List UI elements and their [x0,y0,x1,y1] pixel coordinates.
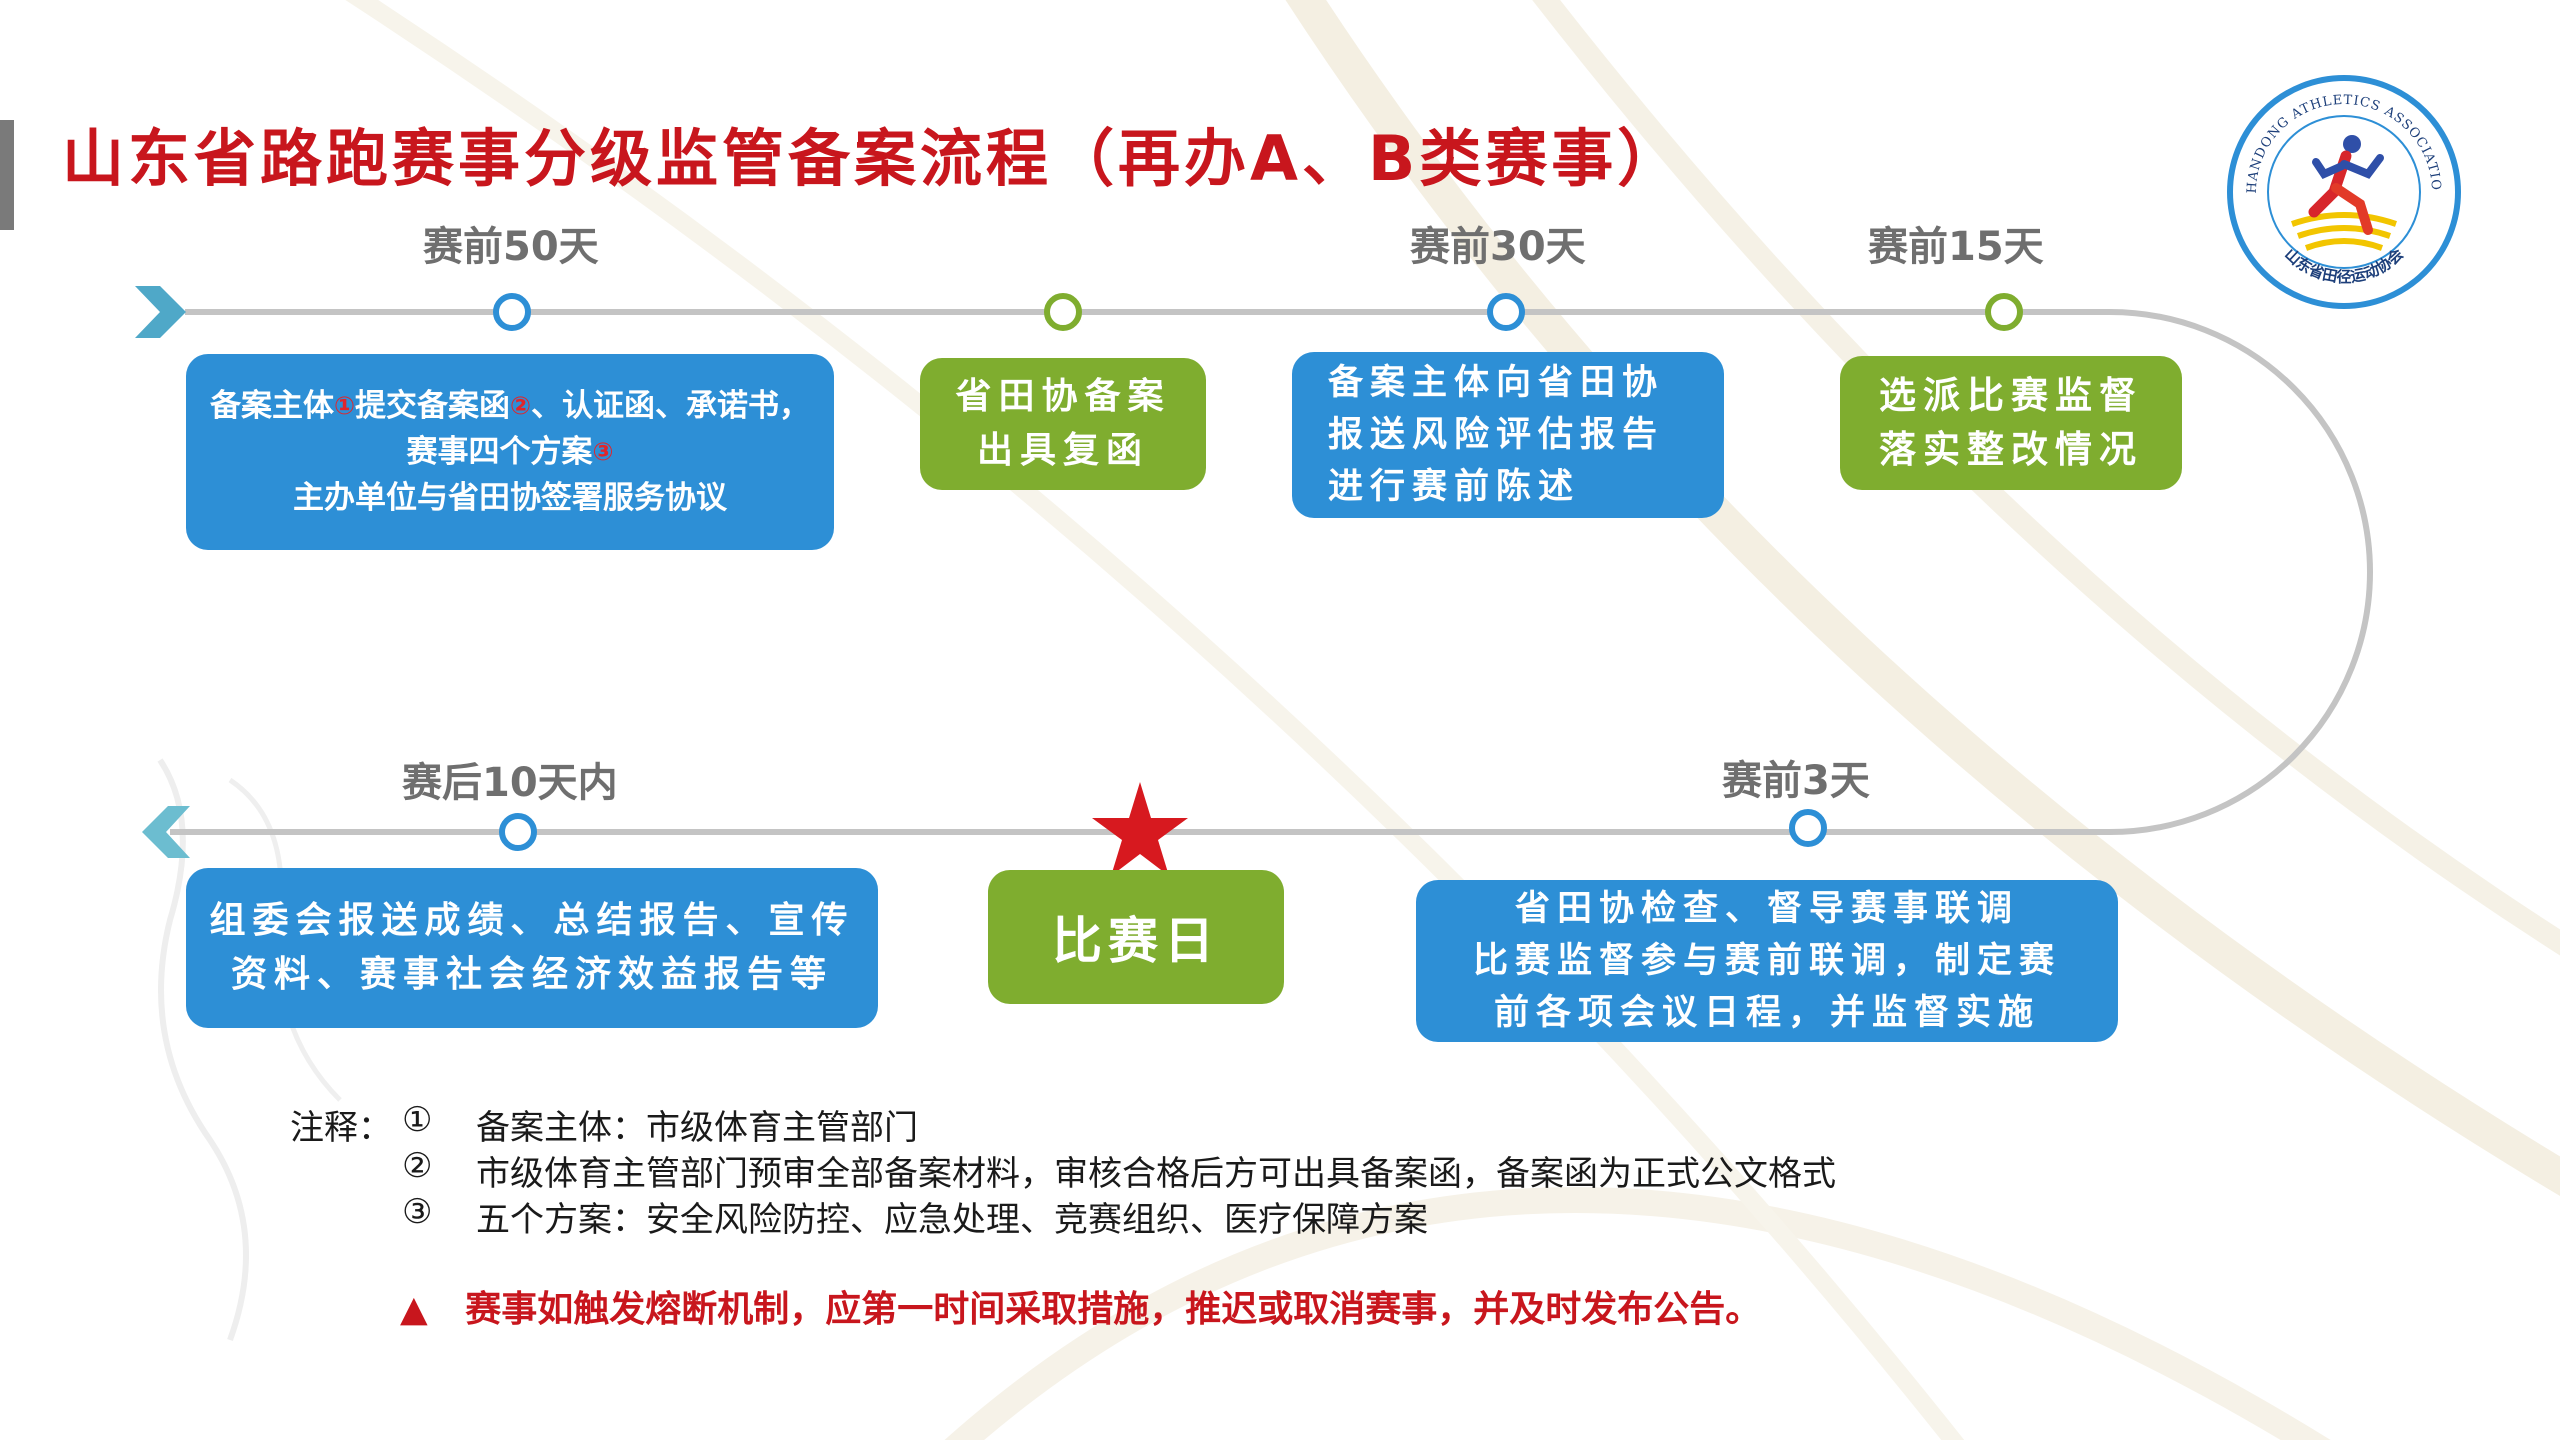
step-submit-filing: 备案主体①提交备案函②、认证函、承诺书， 赛事四个方案③ 主办单位与省田协签署服… [186,354,834,550]
note-3-text: 五个方案：安全风险防控、应急处理、竞赛组织、医疗保障方案 [476,1200,1428,1240]
step-submit-filing-text-b: 提交备案函 [355,388,510,424]
step-submit-filing-text-c: 、认证函、承诺书， [531,388,810,424]
step-association-filing: 省田协备案 出具复函 [920,358,1206,490]
note-1-number: ① [402,1100,433,1140]
race-day-label: 比赛日 [1052,912,1220,970]
step-post-race-report-line-2: 资料、赛事社会经济效益报告等 [230,954,833,995]
warning-text: 赛事如触发熔断机制，应第一时间采取措施，推迟或取消赛事，并及时发布公告。 [465,1289,1762,1330]
node-3-days [1789,809,1827,847]
step-post-race-report: 组委会报送成绩、总结报告、宣传 资料、赛事社会经济效益报告等 [186,868,878,1028]
step-submit-filing-text-e: 主办单位与省田协签署服务协议 [293,480,727,516]
start-chevron-icon [135,286,186,338]
step-assign-supervisor-line-1: 选派比赛监督 [1879,374,2143,417]
note-2-number: ② [402,1146,433,1186]
node-30-days [1487,293,1525,331]
node-15-days [1985,293,2023,331]
step-assign-supervisor: 选派比赛监督 落实整改情况 [1840,356,2182,490]
label-15-days: 赛前15天 [1868,224,2044,270]
page-title: 山东省路跑赛事分级监管备案流程（再办A、B类赛事） [62,122,1684,195]
step-submit-filing-text-d: 赛事四个方案 [406,434,593,470]
step-pre-race-check-line-1: 省田协检查、督导赛事联调 [1514,889,2019,929]
step-risk-assessment-line-2: 报送风险评估报告 [1328,415,1665,455]
footnote-mark-1: ① [334,391,355,420]
label-after-10-days: 赛后10天内 [402,760,618,806]
node-50-days [493,293,531,331]
step-post-race-report-line-1: 组委会报送成绩、总结报告、宣传 [209,900,855,941]
note-3-number: ③ [402,1192,433,1232]
step-risk-assessment: 备案主体向省田协 报送风险评估报告 进行赛前陈述 [1292,352,1724,518]
label-50-days: 赛前50天 [423,224,599,270]
logo-runner-icon [2291,135,2397,251]
step-pre-race-check-line-3: 前各项会议日程，并监督实施 [1493,993,2040,1033]
footnote-mark-2: ② [510,391,531,420]
step-association-filing-line-1: 省田协备案 [955,376,1171,417]
node-filing [1044,293,1082,331]
race-day-box: 比赛日 [988,870,1284,1004]
track-line [170,309,2373,835]
end-chevron-icon [142,806,190,858]
step-pre-race-check-line-2: 比赛监督参与赛前联调，制定赛 [1472,941,2061,981]
note-1-text: 备案主体：市级体育主管部门 [476,1108,918,1148]
node-after-10-days [499,813,537,851]
slide-accent-bar [0,120,14,230]
label-30-days: 赛前30天 [1410,224,1586,270]
step-risk-assessment-line-3: 进行赛前陈述 [1328,467,1581,507]
step-assign-supervisor-line-2: 落实整改情况 [1879,428,2143,471]
step-pre-race-check: 省田协检查、督导赛事联调 比赛监督参与赛前联调，制定赛 前各项会议日程，并监督实… [1416,880,2118,1042]
warning-triangle-icon: ▲ [400,1289,428,1330]
circuit-breaker-warning: ▲ 赛事如触发熔断机制，应第一时间采取措施，推迟或取消赛事，并及时发布公告。 [400,1280,1761,1332]
step-risk-assessment-line-1: 备案主体向省田协 [1328,363,1665,403]
notes-heading: 注释： [290,1108,392,1148]
step-association-filing-line-2: 出具复函 [976,430,1149,471]
footnote-mark-3: ③ [592,437,614,466]
association-logo: SHANDONG ATHLETICS ASSOCIATION 山东省田径运动协会 [2226,74,2461,309]
note-2-text: 市级体育主管部门预审全部备案材料，审核合格后方可出具备案函，备案函为正式公文格式 [476,1154,1836,1194]
race-day-star-icon [1092,782,1188,876]
step-submit-filing-text-a: 备案主体 [210,388,334,424]
label-3-days: 赛前3天 [1722,758,1870,804]
